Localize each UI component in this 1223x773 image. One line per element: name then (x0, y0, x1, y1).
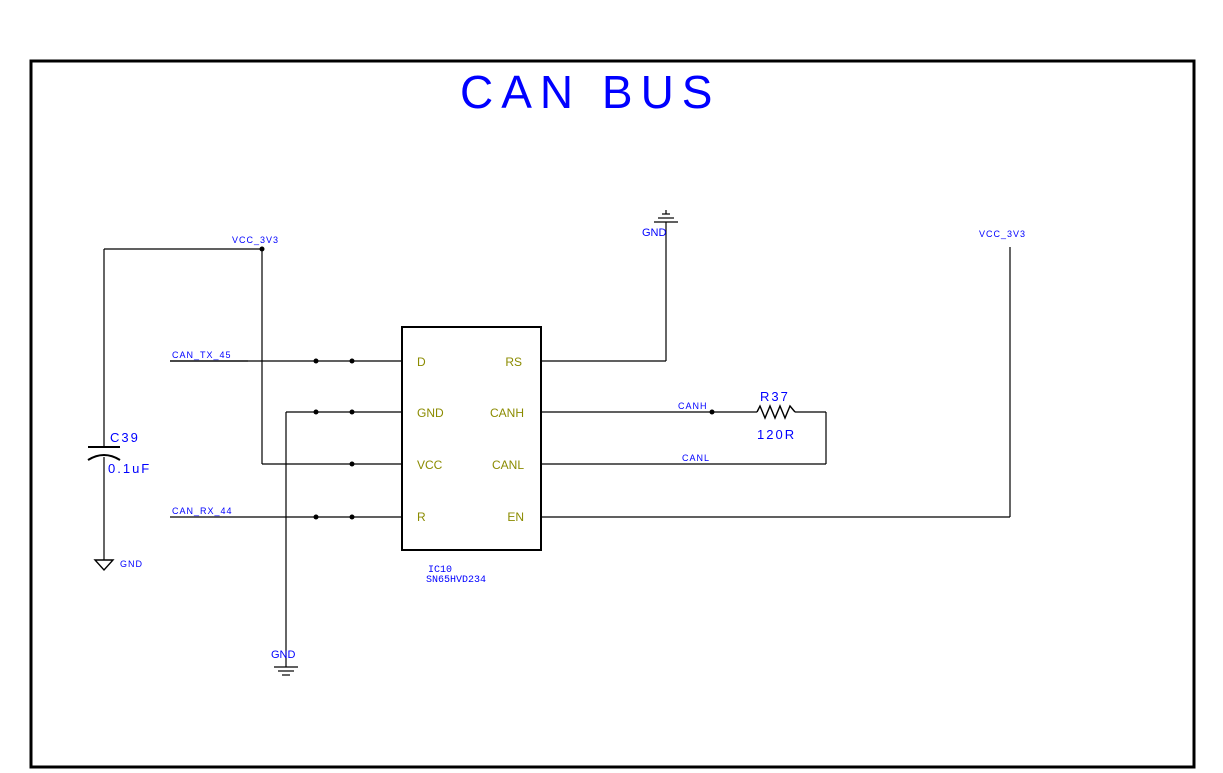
ground-top-label: GND (642, 227, 667, 239)
pin-canh-label: CANH (490, 406, 524, 420)
pin-gnd-label: GND (417, 406, 444, 420)
capacitor-value: 0.1uF (108, 461, 151, 476)
ground-bottom-icon (274, 666, 298, 676)
net-can-tx: CAN_TX_45 (172, 350, 232, 360)
net-canl: CANL (682, 453, 710, 463)
ground-top-icon (654, 210, 678, 223)
schematic-title: CAN BUS (460, 66, 720, 118)
resistor-r37 (756, 404, 796, 420)
ground-bottom-label: GND (271, 649, 296, 661)
pin-en-label: EN (507, 510, 524, 524)
ic-part-number: SN65HVD234 (426, 575, 486, 586)
net-vcc-left: VCC_3V3 (232, 235, 279, 245)
junction-dots (259, 246, 715, 520)
pin-r-label: R (417, 510, 426, 524)
pin-d-label: D (417, 355, 426, 369)
net-vcc-right: VCC_3V3 (979, 229, 1026, 239)
pin-rs-label: RS (505, 355, 522, 369)
right-wires (541, 222, 1011, 518)
ic-body (401, 326, 542, 551)
ground-triangle-icon (93, 559, 115, 572)
capacitor-gnd-label: GND (120, 559, 143, 569)
pin-canl-label: CANL (492, 458, 524, 472)
net-canh: CANH (678, 401, 708, 411)
pin-vcc-label: VCC (417, 458, 443, 472)
left-wires (103, 248, 402, 667)
capacitor-c39 (87, 446, 121, 461)
capacitor-ref: C39 (110, 430, 140, 445)
sheet-border (29, 59, 1196, 769)
ic-ref: IC10 (428, 565, 452, 576)
resistor-ref: R37 (760, 389, 790, 404)
net-can-rx: CAN_RX_44 (172, 506, 233, 516)
resistor-value: 120R (757, 427, 796, 442)
